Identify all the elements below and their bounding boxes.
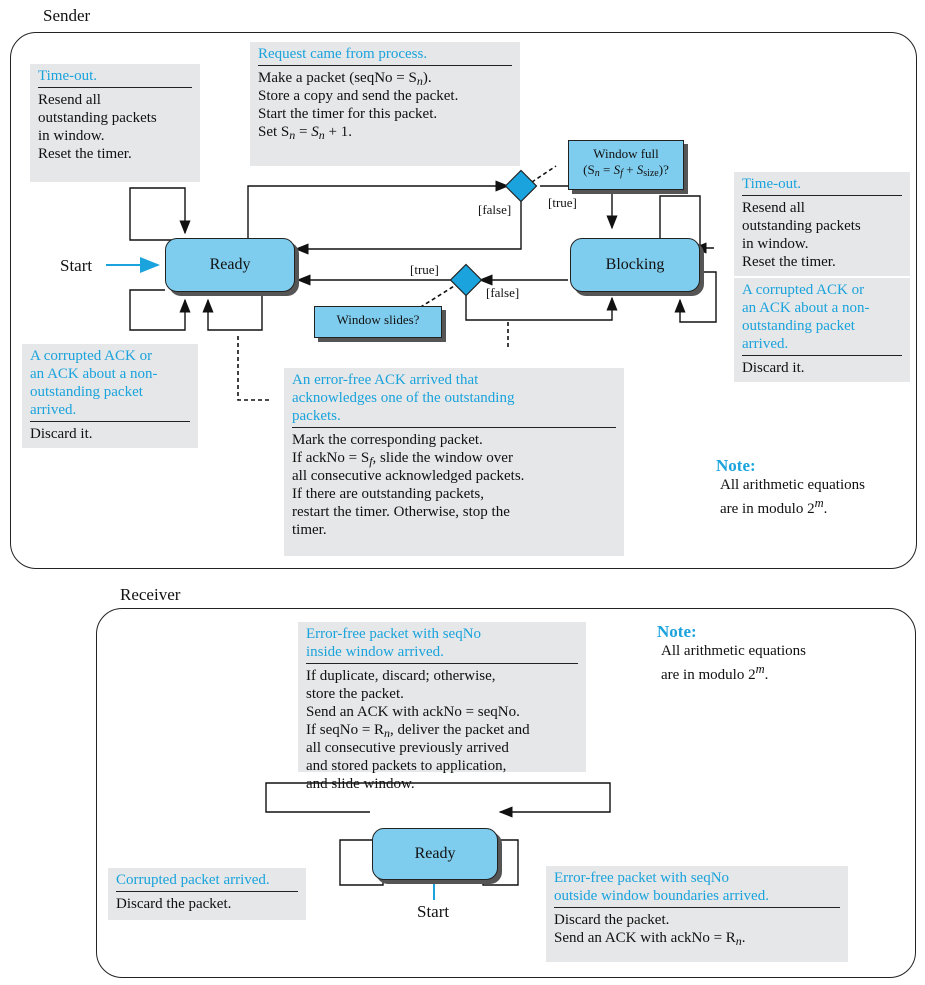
guard-false-mid: [false] — [486, 285, 520, 300]
corrupt-right-action: Discard it. — [742, 360, 805, 376]
inside-action: store the packet. — [306, 686, 404, 702]
window-full-line: Window full — [593, 146, 659, 161]
timeout-right-action: in window. — [742, 236, 809, 252]
corrupt-right-condition: outstanding packet — [742, 318, 855, 334]
sender-note-line: All arithmetic equations — [720, 477, 865, 493]
sender-note-title: Note: — [716, 456, 756, 475]
timeout-right-action: Reset the timer. — [742, 254, 836, 270]
guard-true-top: [true] — [548, 195, 577, 210]
window-full-note: Window full (Sn = Sf + Ssize)? — [568, 140, 684, 190]
window-full-decision — [504, 169, 538, 203]
corrupt-right-condition: A corrupted ACK or — [742, 282, 865, 298]
sender-note-line: are in modulo 2m. — [720, 496, 828, 517]
ack-free-action: all consecutive acknowledged packets. — [292, 468, 525, 484]
ack-free-action: restart the timer. Otherwise, stop the — [292, 504, 510, 520]
guard-true-mid: [true] — [410, 262, 439, 277]
guard-false-top: [false] — [478, 202, 512, 217]
outside-action: Discard the packet. — [554, 912, 670, 928]
corrupted-condition: Corrupted packet arrived. — [116, 872, 270, 888]
request-action: Start the timer for this packet. — [258, 106, 438, 122]
timeout-left-action: Reset the timer. — [38, 146, 132, 162]
ready-ack-loop — [202, 290, 263, 331]
corrupt-left-condition: arrived. — [30, 402, 77, 418]
inside-action: If seqNo = Rn, deliver the packet and — [306, 722, 530, 740]
blocking-corrupt-loop — [674, 271, 717, 323]
request-condition: Request came from process. — [258, 46, 428, 62]
window-slides-connector — [415, 282, 460, 311]
ack-note-pointer — [237, 336, 272, 401]
slide-false-to-blocking — [465, 294, 618, 321]
ack-free-action: timer. — [292, 522, 327, 538]
inside-action: and slide window. — [306, 776, 415, 792]
inside-action: and stored packets to application, — [306, 758, 507, 774]
receiver-label: Receiver — [120, 585, 181, 604]
receiver-outside-note: Error-free packet with seqNo outside win… — [546, 866, 848, 962]
timeout-left-action: Resend all — [38, 92, 101, 108]
ack-free-condition: packets. — [292, 408, 341, 424]
corrupt-right-note: A corrupted ACK or an ACK about a non- o… — [734, 278, 910, 382]
decision-false-to-ready — [294, 200, 522, 255]
receiver-inside-note: Error-free packet with seqNo inside wind… — [298, 622, 586, 792]
receiver-note-title: Note: — [657, 622, 697, 641]
receiver-state-ready: Ready — [372, 828, 498, 880]
outside-action: Send an ACK with ackNo = Rn. — [554, 930, 746, 948]
sender-note: Note: All arithmetic equations are in mo… — [716, 456, 865, 518]
inside-action: Send an ACK with ackNo = seqNo. — [306, 704, 520, 720]
ready-corrupt-loop — [129, 289, 191, 331]
state-blocking: Blocking — [570, 238, 700, 292]
request-action: Set Sn = Sn + 1. — [258, 124, 352, 142]
receiver-corrupted-note: Corrupted packet arrived. Discard the pa… — [108, 868, 306, 920]
window-full-line: (Sn = Sf + Ssize)? — [583, 162, 669, 179]
ready-timeout-loop — [129, 187, 191, 241]
ack-free-condition: acknowledges one of the outstanding — [292, 390, 515, 406]
receiver-note-line: All arithmetic equations — [661, 643, 806, 659]
sender-start-label: Start — [60, 256, 93, 275]
timeout-left-note: Time-out. Resend all outstanding packets… — [30, 64, 200, 182]
corrupt-left-condition: A corrupted ACK or — [30, 348, 153, 364]
inside-condition: inside window arrived. — [306, 644, 444, 660]
corrupt-left-action: Discard it. — [30, 426, 93, 442]
timeout-left-action: in window. — [38, 128, 105, 144]
receiver-note-line: are in modulo 2m. — [661, 662, 769, 683]
timeout-left-condition: Time-out. — [38, 68, 98, 84]
window-slides-decision — [449, 263, 483, 297]
timeout-left-action: outstanding packets — [38, 110, 157, 126]
corrupt-left-condition: an ACK about a non- — [30, 366, 158, 382]
window-slides-text: Window slides? — [336, 312, 420, 327]
ack-free-note: An error-free ACK arrived that acknowled… — [284, 368, 624, 556]
corrupt-right-condition: arrived. — [742, 336, 789, 352]
outside-condition: outside window boundaries arrived. — [554, 888, 769, 904]
timeout-right-action: outstanding packets — [742, 218, 861, 234]
corrupt-right-condition: an ACK about a non- — [742, 300, 870, 316]
request-action: Make a packet (seqNo = Sn). — [258, 70, 432, 88]
ack-free-action: If ackNo = Sf, slide the window over — [292, 450, 513, 468]
ack-free-condition: An error-free ACK arrived that — [292, 372, 479, 388]
corrupted-action: Discard the packet. — [116, 896, 232, 912]
ready-to-decision — [247, 180, 510, 238]
receiver-note: Note: All arithmetic equations are in mo… — [657, 622, 806, 684]
timeout-right-note: Time-out. Resend all outstanding packets… — [734, 172, 910, 276]
corrupt-left-note: A corrupted ACK or an ACK about a non- o… — [22, 344, 198, 448]
corrupt-left-condition: outstanding packet — [30, 384, 143, 400]
request-action: Store a copy and send the packet. — [258, 88, 459, 104]
inside-action: all consecutive previously arrived — [306, 740, 509, 756]
state-ready: Ready — [165, 238, 295, 292]
request-note: Request came from process. Make a packet… — [250, 42, 520, 166]
window-slides-note: Window slides? — [314, 306, 442, 338]
outside-condition: Error-free packet with seqNo — [554, 870, 730, 886]
ack-free-action: Mark the corresponding packet. — [292, 432, 483, 448]
inside-condition: Error-free packet with seqNo — [306, 626, 482, 642]
receiver-inside-loop — [265, 782, 611, 818]
inside-action: If duplicate, discard; otherwise, — [306, 668, 496, 684]
ack-free-action: If there are outstanding packets, — [292, 486, 485, 502]
receiver-start-label: Start — [417, 902, 450, 921]
sender-panel — [10, 32, 917, 569]
sender-label: Sender — [43, 6, 91, 25]
receiver-panel — [96, 608, 916, 978]
timeout-right-action: Resend all — [742, 200, 805, 216]
timeout-right-condition: Time-out. — [742, 176, 802, 192]
